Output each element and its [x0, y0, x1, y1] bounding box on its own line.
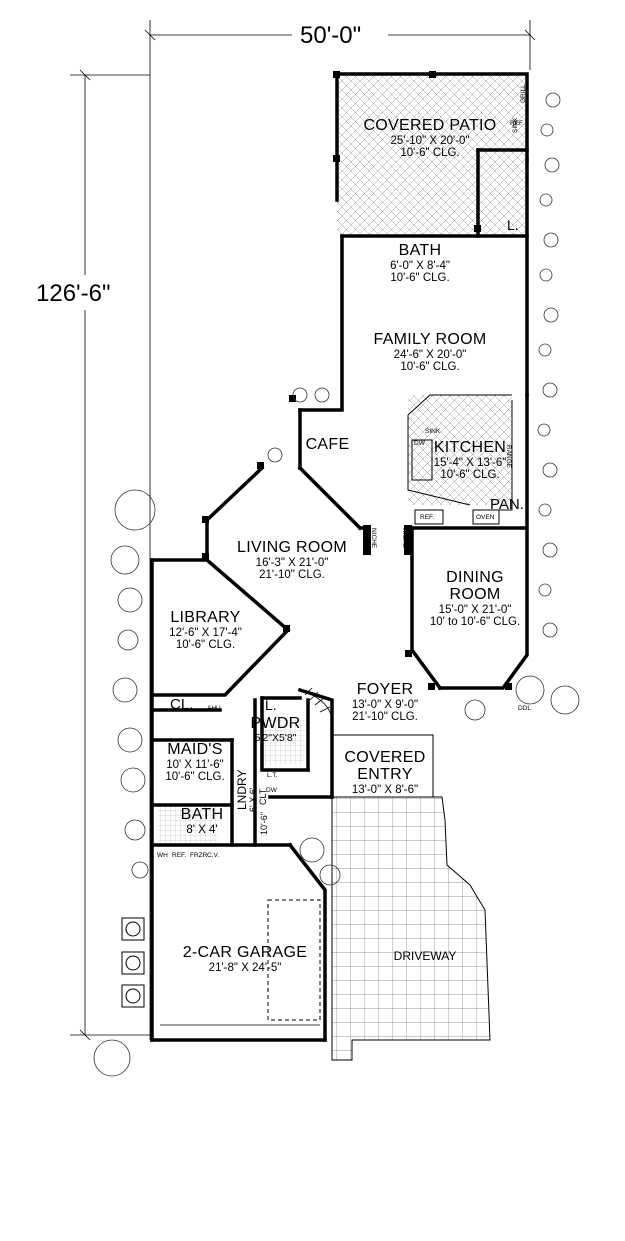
laundry-label: LNDRY: [235, 769, 249, 810]
room-cafe: CAFE: [305, 436, 350, 453]
wh-label: WH: [157, 852, 168, 859]
niche-left-label: NICHE: [370, 528, 377, 549]
room-driveway: DRIVEWAY: [393, 949, 457, 963]
plan-depth-dimension: 126'-6": [36, 280, 111, 307]
dw-laundry-label: DW: [266, 787, 277, 794]
oven-label: OVEN: [476, 514, 495, 521]
laundry-clg-label: 10'-6": [259, 812, 269, 835]
ref-kitchen-label: REF.: [420, 514, 435, 521]
ref-patio-label: REF.: [510, 120, 525, 127]
dw-kitchen-label: DW: [414, 440, 425, 447]
plan-width-dimension: 50'-0": [300, 22, 362, 49]
range-label: RANGE: [505, 445, 512, 469]
ref-garage-label: REF.: [172, 852, 187, 859]
landscape-plants: [93, 92, 580, 1077]
linen-upper-label: L.: [507, 217, 519, 233]
driveway-pavers: [331, 796, 491, 1061]
frzr-label: FRZR: [190, 852, 208, 859]
covered-entry-floor: [332, 734, 434, 798]
patio-floor: [337, 74, 527, 234]
laundry-size-label: 6' X 6': [248, 787, 258, 812]
columns: [202, 71, 512, 690]
laundry-clt-label: CLT: [258, 788, 268, 805]
ahu-label: AHU: [207, 705, 221, 712]
pantry-label: PAN.: [490, 496, 524, 513]
kitchen-floor: [408, 395, 512, 505]
garage-storage: [267, 899, 321, 1021]
stair: [299, 687, 333, 721]
closet-label: CL.: [170, 696, 194, 713]
sink-kitchen-label: SINK: [425, 428, 441, 435]
lt-label: L.T.: [267, 772, 278, 779]
grill-label: GRILL: [520, 84, 527, 103]
ddl-label: DDL: [518, 705, 532, 712]
pwdr-floor: [265, 720, 305, 765]
kitchen-counters: [407, 394, 513, 525]
cv-label: C.V.: [207, 852, 220, 859]
linen-pwdr-label: L.: [265, 697, 277, 713]
maids-bath-floor: [158, 805, 218, 845]
ac-units: [121, 917, 145, 1008]
niche-right-label: NICHE: [401, 528, 408, 549]
sink-patio-label: SINK: [512, 117, 519, 133]
dimension-lines: [70, 20, 536, 1041]
